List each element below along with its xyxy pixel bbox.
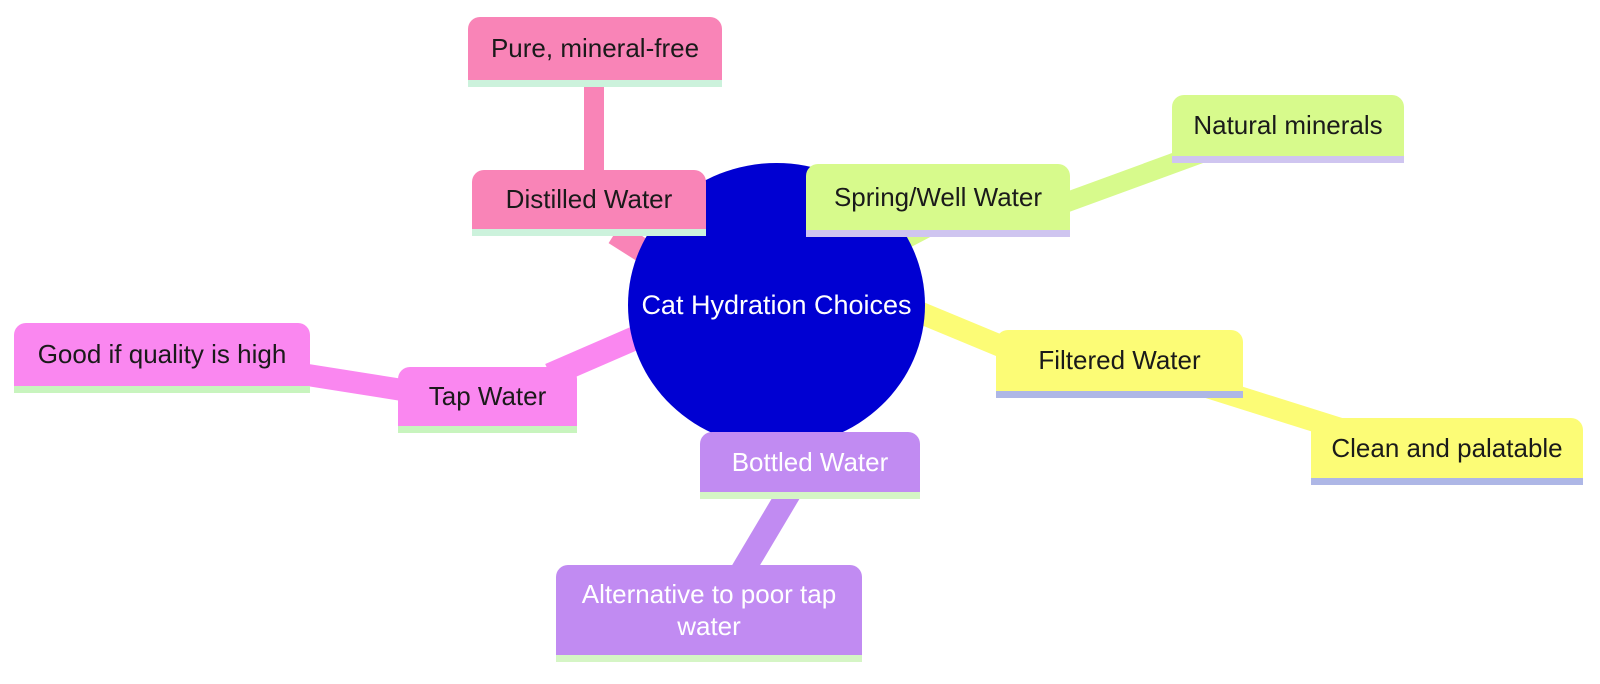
edge-bottled-to-alternative <box>731 481 803 579</box>
leaf-node-label: Clean and palatable <box>1331 432 1563 463</box>
leaf-node-clean-and-palatable: Clean and palatable <box>1311 418 1583 485</box>
branch-node-label: Tap Water <box>428 381 547 412</box>
leaf-node-label: Good if quality is high <box>37 339 287 370</box>
branch-node-label: Filtered Water <box>1038 345 1201 376</box>
leaf-node-alternative-to-poor-tap-water: Alternative to poor tap water <box>556 565 862 662</box>
edge-tap-to-good <box>293 362 417 403</box>
leaf-node-natural-minerals: Natural minerals <box>1172 95 1404 163</box>
root-node-label: Cat Hydration Choices <box>641 289 912 320</box>
leaf-node-pure-mineral-free: Pure, mineral-free <box>468 17 722 87</box>
branch-node-tap-water: Tap Water <box>398 367 577 433</box>
leaf-node-label: Pure, mineral-free <box>490 33 700 64</box>
branch-node-label: Bottled Water <box>731 446 889 477</box>
branch-node-distilled-water: Distilled Water <box>472 170 706 236</box>
branch-node-label: Spring/Well Water <box>833 181 1043 212</box>
leaf-node-label: Alternative to poor tap water <box>581 578 837 642</box>
branch-node-label: Distilled Water <box>505 184 673 215</box>
leaf-node-label: Natural minerals <box>1193 110 1383 141</box>
branch-node-spring-well-water: Spring/Well Water <box>806 164 1070 237</box>
branch-node-filtered-water: Filtered Water <box>996 330 1243 398</box>
leaf-node-good-if-quality-is-high: Good if quality is high <box>14 323 310 393</box>
branch-node-bottled-water: Bottled Water <box>700 432 920 499</box>
